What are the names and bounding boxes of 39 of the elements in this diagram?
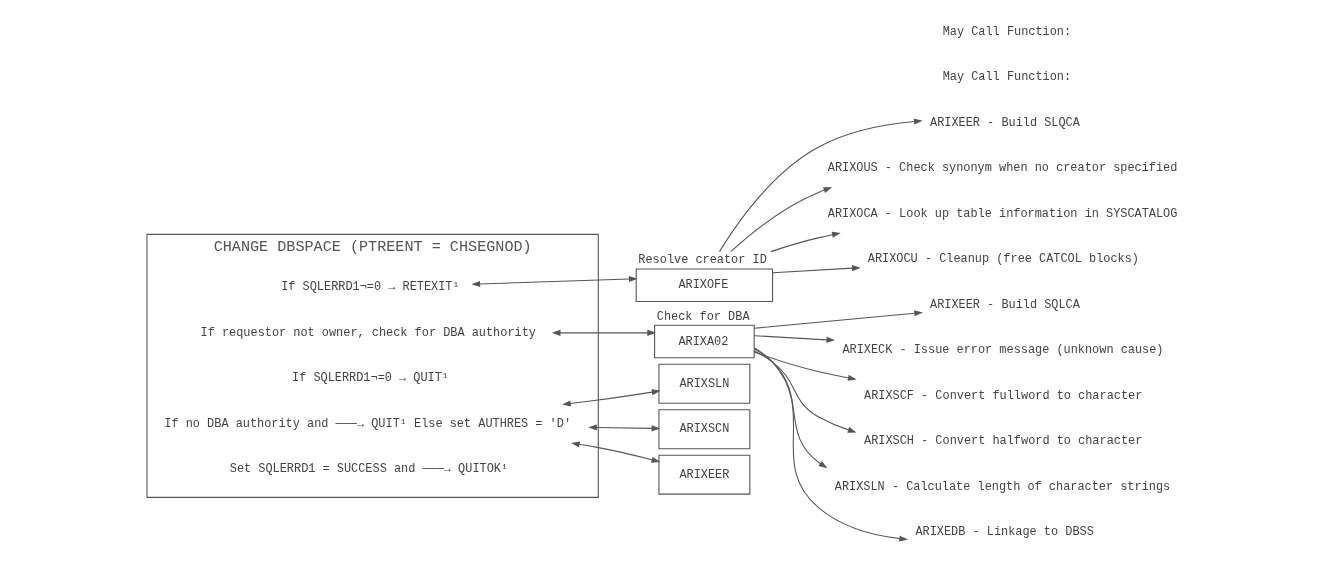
node-text: ARIXEER - Build SLQCA	[930, 115, 1080, 130]
node-text: ARIXOUS - Check synonym when no creator specified	[827, 161, 1178, 176]
node-text: Set SQLERRD1 = SUCCESS and ———→ QUITOK¹	[229, 462, 509, 477]
arrow	[753, 335, 836, 343]
node-label: Check for DBA	[656, 309, 750, 324]
arrow	[571, 441, 661, 463]
label: May Call Function:	[942, 25, 1072, 40]
arrow	[471, 276, 638, 287]
node-text: If SQLERRD1¬=0 → QUIT¹	[292, 371, 449, 386]
arrow	[588, 424, 661, 432]
label: May Call Function:	[942, 70, 1072, 85]
arrow	[770, 231, 841, 253]
arrow	[772, 265, 861, 274]
node-box: ARIXA02	[654, 324, 755, 359]
arrow	[562, 389, 661, 407]
node-box: ARIXSLN	[658, 363, 751, 404]
node-text: ARIXSCH - Convert halfword to character	[864, 434, 1143, 449]
arrow	[551, 329, 656, 336]
arrow	[730, 187, 833, 252]
arrow	[718, 118, 923, 253]
arrow	[753, 350, 857, 433]
arrow	[753, 347, 909, 542]
node-text: If no DBA authority and ———→ QUIT¹ Else set AUTHRES = 'D'	[164, 416, 572, 431]
node-text: ARIXSLN - Calculate length of character strings	[834, 479, 1171, 494]
node-text: ARIXEER - Build SQLCA	[930, 297, 1080, 312]
node-text: ARIXOCA - Look up table information in SYSCATALOG	[827, 206, 1178, 221]
node-text: ARIXECK - Issue error message (unknown cause)	[842, 343, 1164, 358]
node-text: If SQLERRD1¬=0 → RETEXIT¹	[281, 280, 460, 295]
node-box: ARIXSCN	[658, 409, 751, 450]
node-text: ARIXEDB - Linkage to DBSS	[915, 525, 1094, 540]
node-text: ARIXSCF - Convert fullword to character	[864, 388, 1143, 403]
node-label: Resolve creator ID	[638, 253, 767, 268]
arrow	[753, 348, 828, 469]
arrow	[753, 351, 857, 381]
node-text: ARIXOCU - Cleanup (free CATCOL blocks)	[867, 252, 1139, 267]
node-text: If requestor not owner, check for DBA authority	[200, 325, 536, 340]
node-box: ARIXOFE	[635, 268, 774, 303]
node-box: ARIXEER	[658, 454, 751, 495]
arrow	[753, 310, 923, 329]
